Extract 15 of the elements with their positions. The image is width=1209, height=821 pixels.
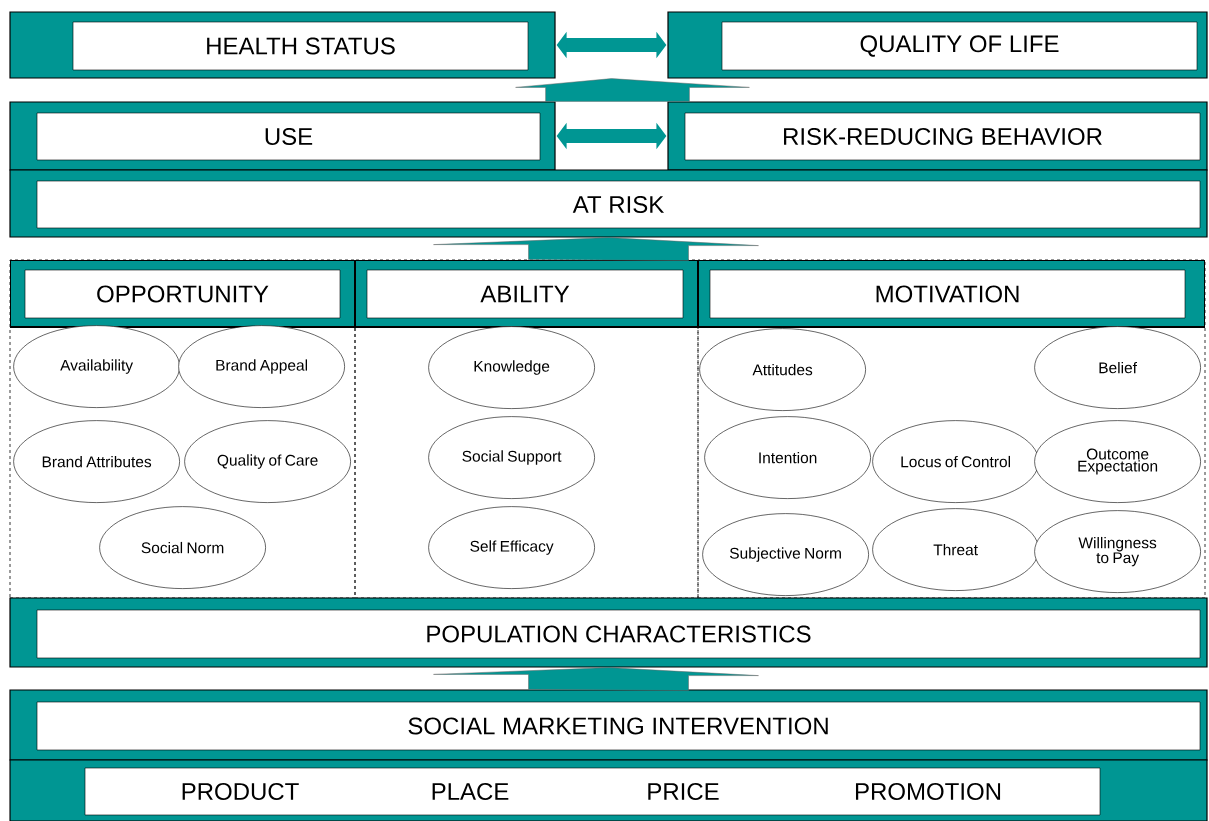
label-band: SOCIAL MARKETING INTERVENTION — [9, 689, 1208, 761]
label-band: QUALITY OF LIFE — [667, 11, 1208, 79]
node-label: Outcome Expectation — [1078, 448, 1158, 475]
label-band: USE — [9, 101, 556, 171]
label-band: RISK-REDUCING BEHAVIOR — [667, 101, 1208, 171]
double-arrow — [556, 31, 667, 59]
label-band: PRODUCT PLACE PRICE PROMOTION — [9, 759, 1208, 821]
label-band: POPULATION CHARACTERISTICS — [9, 597, 1208, 668]
node-label: Willingness to Pay — [1078, 536, 1157, 567]
block-arrow — [515, 78, 750, 102]
double-arrow — [556, 122, 667, 150]
block-arrow — [433, 237, 759, 261]
node-label: Belief — [1099, 361, 1138, 374]
block-arrow — [433, 667, 759, 691]
label-band: HEALTH STATUS — [9, 11, 556, 79]
